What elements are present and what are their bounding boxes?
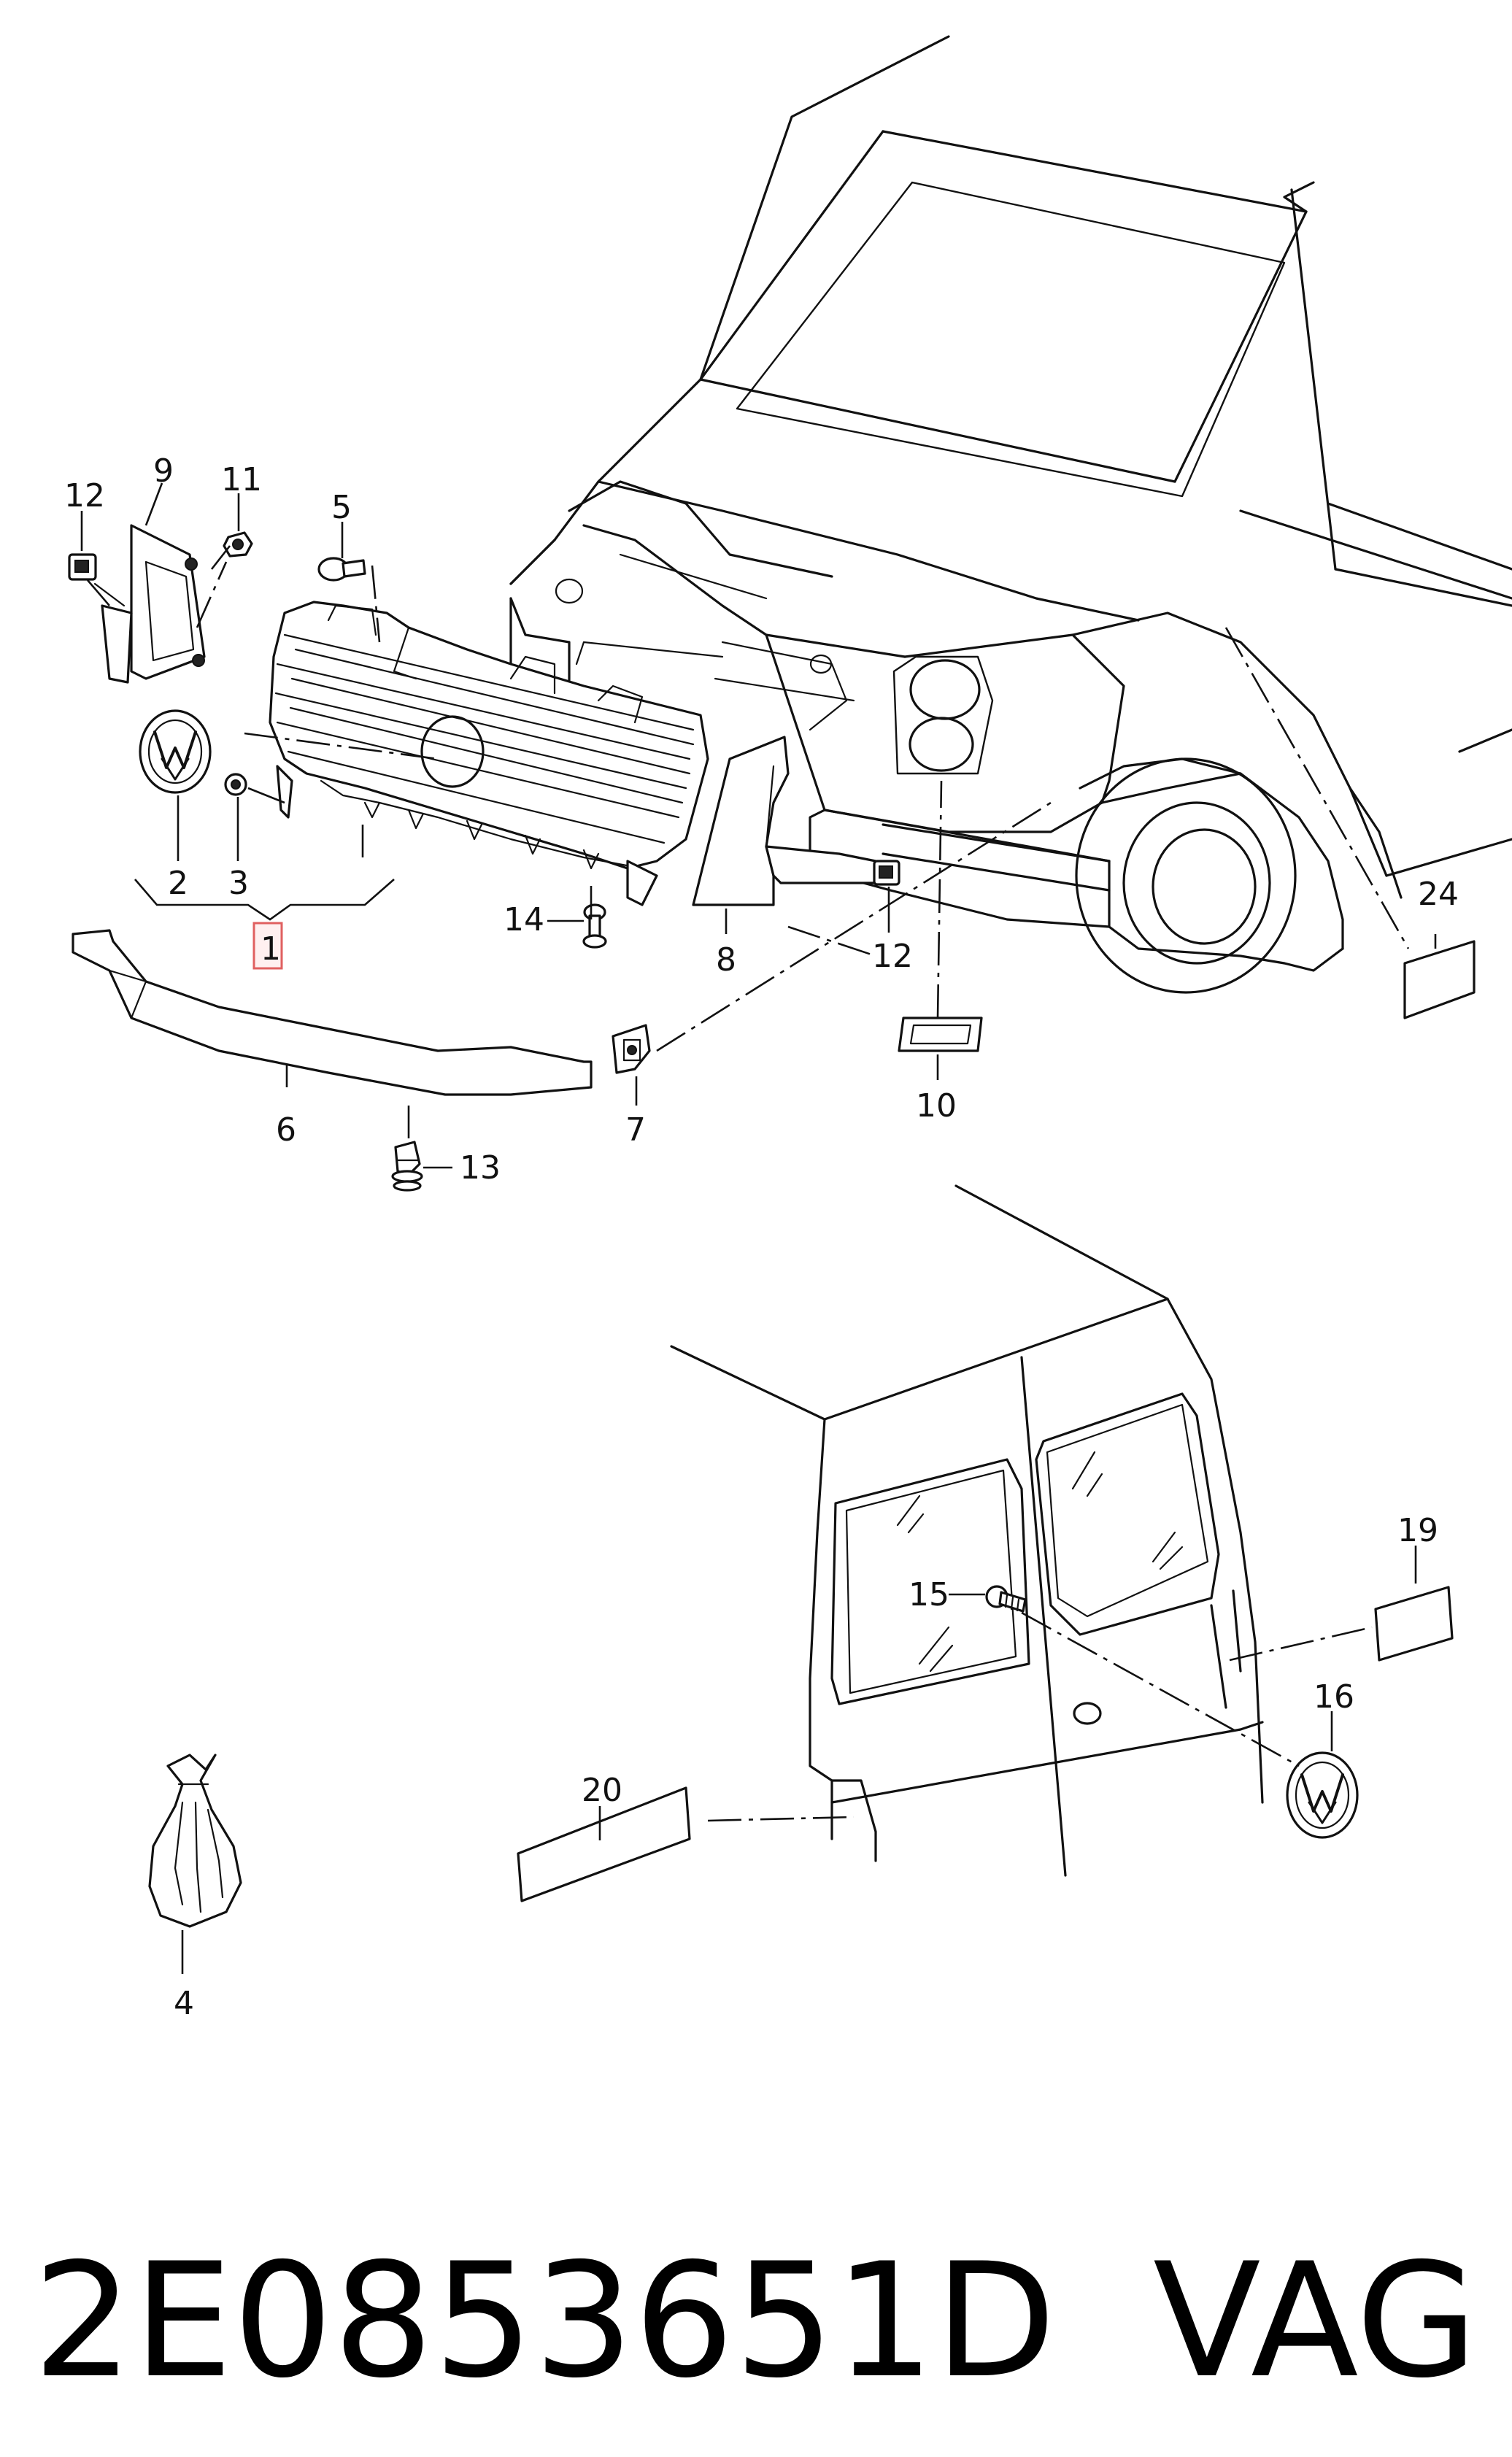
screw-part-15 [985, 1585, 1027, 1613]
callout-13: 13 [460, 1149, 501, 1187]
callout-3: 3 [228, 865, 249, 902]
clip-part-3 [224, 773, 247, 796]
callout-9: 9 [153, 452, 174, 490]
brand-label: VAG [1153, 2229, 1478, 2412]
callout-16: 16 [1314, 1678, 1354, 1716]
callout-19: 19 [1397, 1512, 1438, 1549]
callout-7: 7 [625, 1111, 646, 1149]
bracket-part-7 [612, 1024, 651, 1074]
callout-1-highlight [252, 922, 283, 970]
callout-2: 2 [168, 865, 188, 902]
callout-11: 11 [221, 461, 262, 498]
nut-part-11 [223, 531, 253, 558]
clip-nut-part-12-upper [68, 553, 97, 581]
label-part-20 [517, 1786, 691, 1902]
bracket-part-9 [93, 524, 206, 684]
bumper-strip-part-6 [72, 929, 593, 1096]
bag-part-4 [148, 1754, 242, 1974]
part-number: 2E0853651D [33, 2229, 1056, 2412]
rear-parts [517, 1585, 1454, 1902]
callout-6: 6 [276, 1111, 296, 1149]
callout-5: 5 [331, 489, 352, 526]
vw-emblem-part-16 [1286, 1751, 1359, 1839]
clip-part-13 [391, 1141, 423, 1192]
rear-vehicle-outline [670, 1184, 1264, 1877]
callout-4: 4 [174, 1985, 194, 2022]
front-leader-lines [80, 482, 1437, 1169]
label-part-24 [1403, 940, 1476, 1019]
callout-24: 24 [1418, 876, 1459, 913]
rear-leader-lines [598, 1546, 1417, 1840]
callout-15: 15 [909, 1576, 949, 1613]
callout-8: 8 [716, 941, 736, 979]
radiator-grille-part-1 [269, 601, 709, 906]
vw-emblem-part-2 [139, 709, 212, 794]
callout-labels: 1 2 3 4 5 6 7 8 9 10 11 12 12 13 14 15 1… [64, 452, 1459, 2022]
callout-14: 14 [504, 901, 544, 938]
callout-12-right: 12 [872, 938, 913, 975]
label-part-19 [1374, 1586, 1454, 1662]
washer-cover-part-10 [898, 1017, 983, 1052]
screw-part-14 [582, 903, 607, 949]
front-parts [68, 524, 1476, 1192]
callout-12-upper: 12 [64, 477, 105, 514]
callout-10: 10 [916, 1087, 957, 1125]
front-vehicle-outline [509, 35, 1512, 994]
side-trim-part-8 [692, 736, 877, 906]
callout-1: 1 [261, 930, 281, 968]
callout-20: 20 [582, 1772, 622, 1809]
clip-nut-part-12-right [873, 860, 900, 886]
screw-part-5 [317, 557, 366, 582]
